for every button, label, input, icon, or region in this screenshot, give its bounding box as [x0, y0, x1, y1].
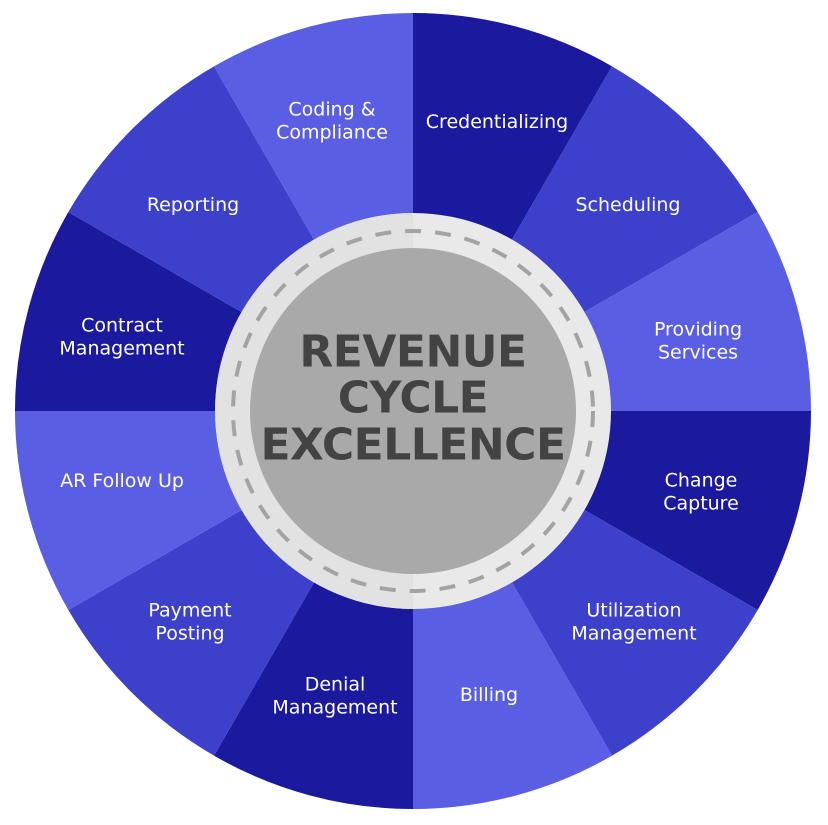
segment-label-ar-follow-up: AR Follow Up	[60, 470, 184, 492]
segment-change-capture	[582, 411, 811, 610]
segment-reporting	[68, 66, 315, 313]
wheel-segments	[15, 13, 811, 809]
center-title-line-1: REVENUE	[299, 327, 526, 378]
segment-providing-services	[582, 212, 811, 411]
segment-label-scheduling: Scheduling	[575, 194, 680, 216]
center-title-line-3: EXCELLENCE	[260, 420, 565, 471]
segment-billing	[413, 580, 612, 809]
segment-label-billing: Billing	[460, 684, 518, 706]
segment-denial-management	[214, 580, 413, 809]
segment-contract-management	[15, 212, 244, 411]
segment-credentializing	[413, 13, 612, 242]
segment-payment-posting	[68, 509, 315, 756]
hub-dashed-ring	[231, 229, 595, 593]
center-hub: REVENUE CYCLE EXCELLENCE	[215, 213, 611, 609]
segment-label-credentializing: Credentializing	[426, 111, 568, 133]
hub-disc	[250, 248, 576, 574]
segment-scheduling	[511, 66, 758, 313]
segment-utilization-management	[511, 509, 758, 756]
segment-ar-follow-up	[15, 411, 244, 610]
segment-label-reporting: Reporting	[147, 194, 239, 216]
segment-label-coding-and-compliance: Coding &Compliance	[276, 99, 388, 144]
center-title-line-2: CYCLE	[338, 373, 488, 424]
segment-coding-and-compliance	[214, 13, 413, 242]
